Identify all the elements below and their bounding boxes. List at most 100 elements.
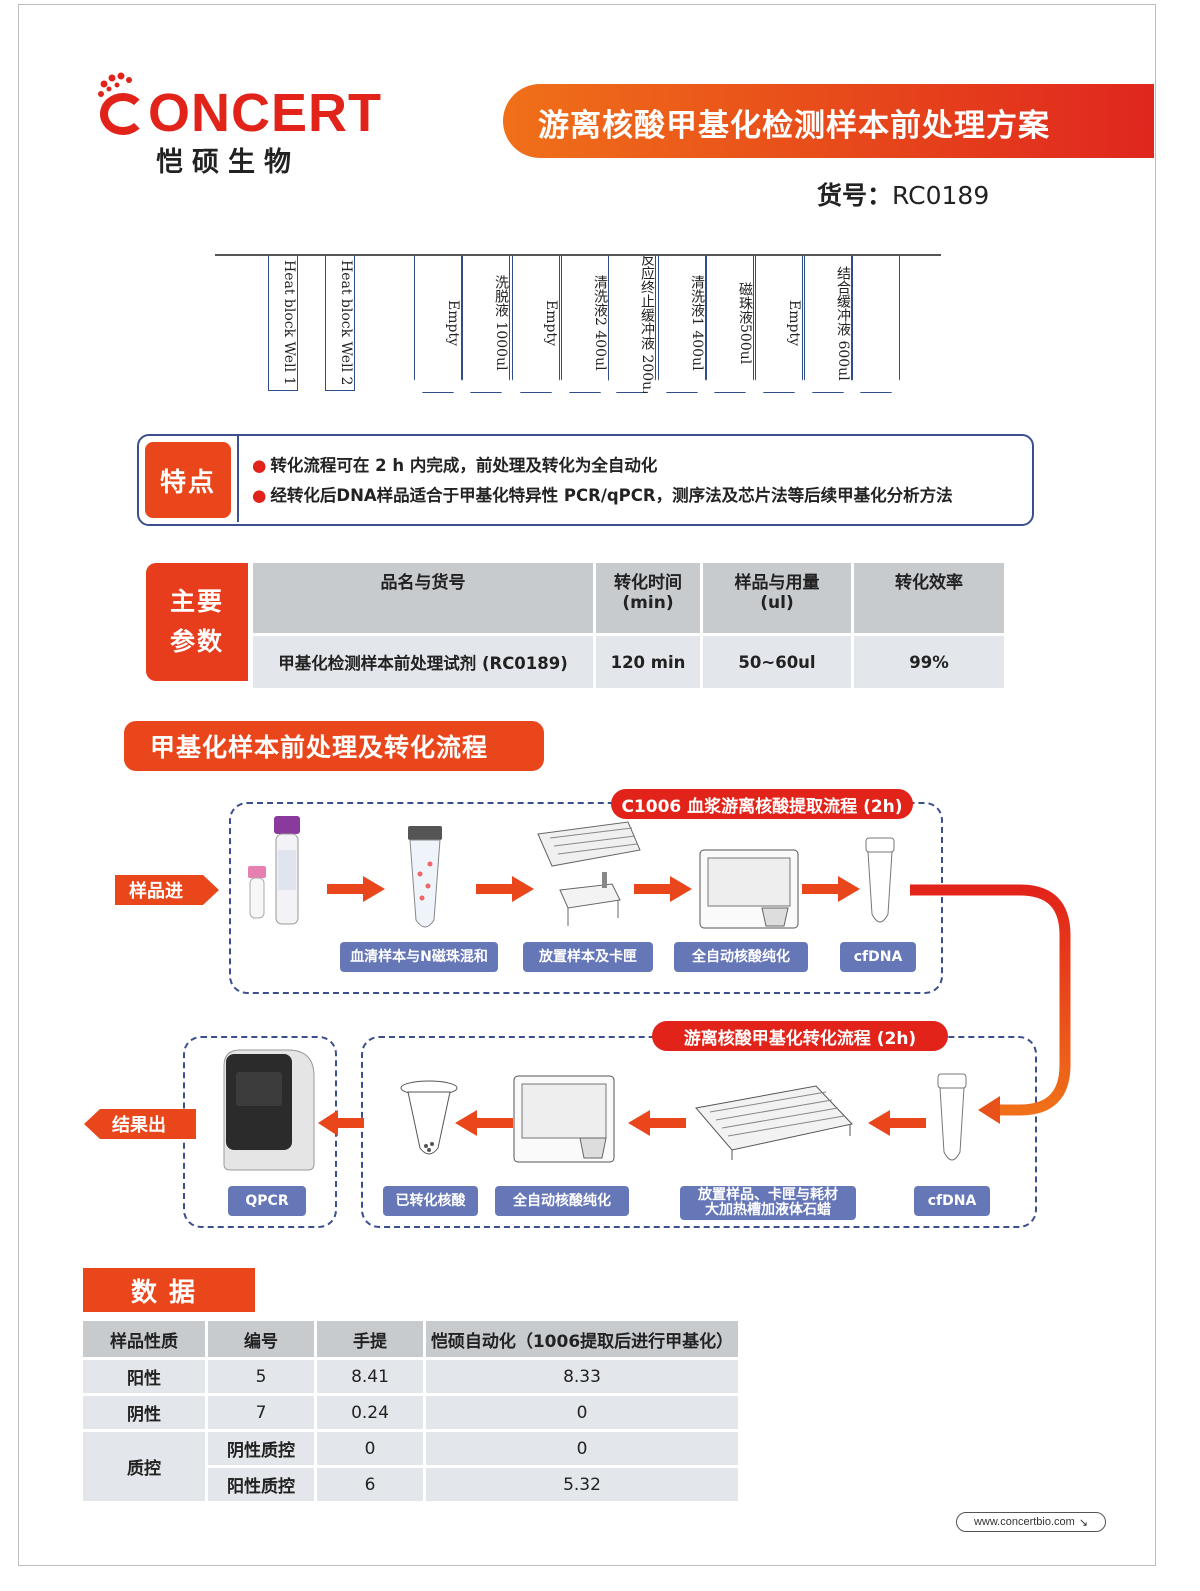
params-header-row: 品名与货号 转化时间(min) 样品与用量(ul) 转化效率 [253, 563, 1004, 633]
data-header: 恺硕自动化（1006提取后进行甲基化） [426, 1321, 738, 1357]
data-cell: 阳性 [83, 1360, 205, 1393]
reagent-tube-label: Empty [786, 300, 802, 346]
centrifuge-tube-icon [408, 826, 442, 928]
features-box [137, 434, 1034, 526]
step-label: 血清样本与N磁珠混和 [340, 942, 498, 972]
logo-dots-icon [98, 72, 132, 97]
purification-instrument-icon [513, 1075, 615, 1163]
params-header: 样品与用量(ul) [703, 563, 851, 633]
data-header-row: 样品性质 编号 手提 恺硕自动化（1006提取后进行甲基化） [83, 1321, 738, 1357]
right-arrow-icon [327, 876, 385, 902]
step-label: 全自动核酸纯化 [674, 942, 808, 972]
data-cell: 质控 [83, 1432, 205, 1501]
data-cell: 5 [208, 1360, 314, 1393]
heat-block-well-2: Heat block Well 2 [325, 256, 355, 391]
page-title: 游离核酸甲基化检测样本前处理方案 [538, 108, 1050, 144]
blood-tube-icon [248, 816, 300, 925]
params-cell: 甲基化检测样本前处理试剂 (RC0189) [253, 633, 593, 688]
data-header: 手提 [317, 1321, 423, 1357]
bullet-icon: ● [252, 456, 267, 475]
flow-section-title: 甲基化样本前处理及转化流程 [124, 721, 544, 771]
data-section-tag: 数据 [83, 1268, 255, 1312]
extraction-instrument-icon [699, 849, 799, 929]
right-arrow-icon [634, 876, 692, 902]
data-cell: 8.33 [426, 1360, 738, 1393]
reagent-tube-label: Empty [543, 300, 559, 346]
data-cell: 5.32 [426, 1468, 738, 1501]
data-cell: 0 [317, 1432, 423, 1465]
title-banner [503, 84, 1154, 158]
left-arrow-icon [628, 1110, 686, 1136]
page-frame [18, 4, 1156, 1566]
params-table: 品名与货号 转化时间(min) 样品与用量(ul) 转化效率 甲基化检测样本前处… [250, 563, 1007, 688]
reagent-tube: Empty [755, 256, 803, 393]
left-arrow-icon [318, 1110, 364, 1136]
features-divider [237, 436, 239, 522]
data-cell: 阴性质控 [208, 1432, 314, 1465]
reagent-tube: Empty [512, 256, 560, 393]
params-row: 甲基化检测样本前处理试剂 (RC0189) 120 min 50~60ul 99… [253, 633, 1004, 688]
data-cell: 0 [426, 1396, 738, 1429]
reagent-tube: 反应终止缓冲液 200ul [608, 256, 656, 393]
step-label: 放置样本及卡匣 [523, 942, 653, 972]
data-cell: 7 [208, 1396, 314, 1429]
data-cell: 6 [317, 1468, 423, 1501]
reagent-tube-label: 洗脱液 1000ul [493, 275, 509, 371]
extraction-flow-box [229, 802, 943, 994]
data-cell: 8.41 [317, 1360, 423, 1393]
cfdna-tube-icon [937, 1073, 967, 1161]
website-link[interactable]: www.concertbio.com↘ [956, 1512, 1106, 1532]
reagent-tube-label: 清洗液1 400ul [689, 275, 705, 371]
logo-wordmark: ONCERT [100, 86, 382, 140]
flow-connector-arrow [910, 884, 1071, 1124]
converted-tube-icon [400, 1080, 458, 1155]
data-cell: 阳性质控 [208, 1468, 314, 1501]
reagent-tube [852, 256, 900, 393]
step-label: 全自动核酸纯化 [495, 1186, 629, 1216]
params-header: 品名与货号 [253, 563, 593, 633]
output-label: 结果出 [112, 1115, 166, 1136]
input-arrow [115, 875, 219, 905]
data-cell: 0.24 [317, 1396, 423, 1429]
params-cell: 50~60ul [703, 633, 851, 688]
rack-top-line [215, 254, 941, 256]
features-tag: 特点 [145, 442, 231, 518]
reagent-tube: 清洗液1 400ul [658, 256, 706, 393]
logo-chinese: 恺硕生物 [156, 147, 300, 178]
data-row: 质控 阴性质控 0 0 [83, 1432, 738, 1501]
extraction-flow-title: C1006 血浆游离核酸提取流程 (2h) [611, 789, 913, 819]
input-label: 样品进 [129, 881, 183, 902]
cartridge-rack-icon [537, 821, 641, 926]
reagent-tube: 磁珠液500ul [706, 256, 754, 393]
reagent-tube-label: 结合缓冲液 600ul [835, 265, 851, 381]
data-header: 编号 [208, 1321, 314, 1357]
data-cell: 0 [426, 1432, 738, 1465]
reagent-tube-label [853, 264, 899, 382]
cfdna-tube-icon [865, 837, 895, 923]
reagent-tube: 洗脱液 1000ul [462, 256, 510, 393]
step-label: cfDNA [840, 942, 916, 972]
output-arrow [84, 1109, 196, 1139]
feature-item: ●经转化后DNA样品适合于甲基化特异性 PCR/qPCR，测序法及芯片法等后续甲… [252, 486, 953, 505]
catalog-number: 货号：RC0189 [817, 181, 990, 210]
left-arrow-icon [868, 1110, 926, 1136]
data-row: 阴性 7 0.24 0 [83, 1396, 738, 1429]
reagent-tube-label: 磁珠液500ul [737, 281, 753, 365]
data-row: 阳性 5 8.41 8.33 [83, 1360, 738, 1393]
params-cell: 99% [854, 633, 1004, 688]
data-header: 样品性质 [83, 1321, 205, 1357]
right-arrow-icon [476, 876, 534, 902]
feature-item: ●转化流程可在 2 h 内完成，前处理及转化为全自动化 [252, 456, 658, 475]
step-label: 已转化核酸 [383, 1186, 478, 1216]
cursor-icon: ↘ [1078, 1516, 1089, 1529]
step-label: 放置样品、卡匣与耗材大加热槽加液体石蜡 [680, 1186, 856, 1220]
left-arrow-icon [455, 1110, 513, 1136]
right-arrow-icon [802, 876, 860, 902]
qpcr-instrument-icon [223, 1049, 315, 1171]
qpcr-label: QPCR [228, 1186, 306, 1216]
heating-tray-icon [695, 1085, 853, 1160]
reagent-tube: 结合缓冲液 600ul [804, 256, 852, 393]
params-cell: 120 min [596, 633, 700, 688]
conversion-flow-title: 游离核酸甲基化转化流程 (2h) [652, 1021, 948, 1051]
heat-block-well-1: Heat block Well 1 [268, 256, 298, 391]
